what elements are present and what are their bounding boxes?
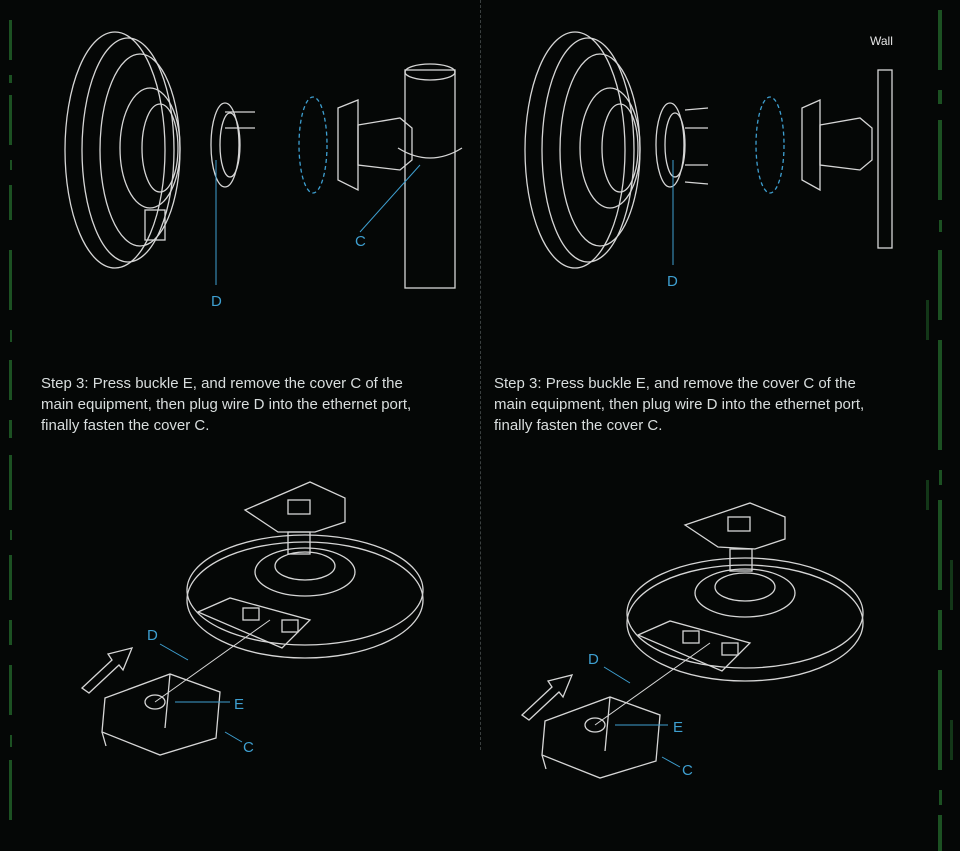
panel-wall-mount: D Step 3: Press buckle E, and remove the… xyxy=(480,0,920,851)
label-d-bottom-wall: D xyxy=(588,651,599,668)
label-d-top: D xyxy=(211,293,222,310)
pole-mount-exploded-diagram: C D xyxy=(64,31,463,310)
panel-pole-mount: C D Step 3: Press buckle E, and remove t… xyxy=(20,0,463,851)
wall-label: Wall xyxy=(870,34,893,48)
label-e-bottom-wall: E xyxy=(673,719,683,736)
cover-removal-diagram-wall: D E C xyxy=(520,502,864,779)
panel-divider xyxy=(480,0,481,750)
label-c-bottom: C xyxy=(243,739,254,756)
wall-mount-exploded-diagram: D xyxy=(524,31,893,290)
matrix-rain-left xyxy=(9,20,12,820)
cover-removal-diagram: D E C xyxy=(80,481,424,756)
label-c-top: C xyxy=(355,233,366,250)
label-d-top-wall: D xyxy=(667,273,678,290)
step-3-instruction: Step 3: Press buckle E, and remove the c… xyxy=(41,375,412,434)
matrix-rain-right xyxy=(926,10,953,851)
step-3-instruction-wall: Step 3: Press buckle E, and remove the c… xyxy=(494,375,865,434)
label-e-bottom: E xyxy=(234,696,244,713)
label-d-bottom: D xyxy=(147,627,158,644)
label-c-bottom-wall: C xyxy=(682,762,693,779)
